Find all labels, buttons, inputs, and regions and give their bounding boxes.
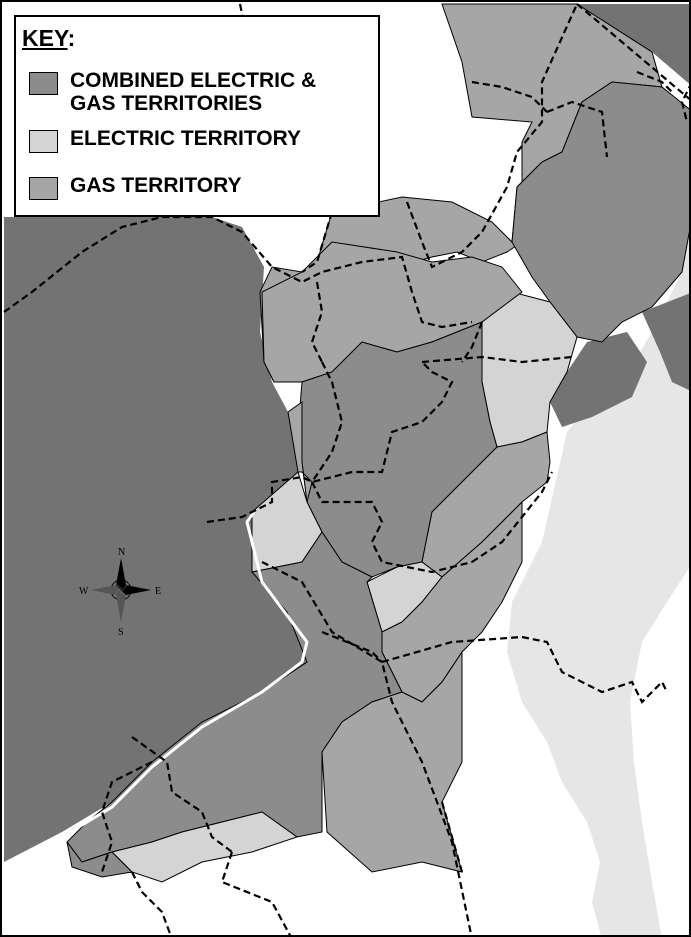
river-line bbox=[61, 511, 309, 839]
map-key: KEY: COMBINED ELECTRIC & GAS TERRITORIES… bbox=[14, 15, 380, 217]
key-label-gas: GAS TERRITORY bbox=[70, 174, 242, 197]
compass-e: E bbox=[155, 586, 161, 597]
swatch-electric bbox=[29, 130, 58, 153]
compass-rose: N S E W bbox=[79, 547, 161, 638]
key-label-electric: ELECTRIC TERRITORY bbox=[70, 127, 302, 150]
compass-w: W bbox=[79, 586, 89, 597]
key-label-combined: COMBINED ELECTRIC & GAS TERRITORIES bbox=[70, 69, 317, 115]
gas-territory-south bbox=[321, 650, 463, 873]
key-item-gas: GAS TERRITORY bbox=[29, 174, 242, 200]
swatch-combined bbox=[29, 72, 58, 95]
gas-territory-west-strip bbox=[287, 401, 313, 503]
barrier-island bbox=[630, 568, 689, 935]
outside-region-west bbox=[4, 217, 307, 862]
combined-territory-northeast bbox=[511, 81, 689, 343]
electric-territory-south bbox=[111, 811, 299, 883]
compass-n: N bbox=[118, 547, 125, 558]
key-item-combined: COMBINED ELECTRIC & GAS TERRITORIES bbox=[29, 69, 316, 115]
outside-island-east bbox=[642, 293, 689, 391]
swatch-gas bbox=[29, 177, 58, 200]
key-item-electric: ELECTRIC TERRITORY bbox=[29, 127, 301, 153]
compass-s: S bbox=[118, 627, 124, 638]
outside-region-northeast bbox=[577, 4, 689, 84]
outside-island-bay bbox=[550, 332, 647, 427]
key-title: KEY: bbox=[22, 25, 76, 51]
